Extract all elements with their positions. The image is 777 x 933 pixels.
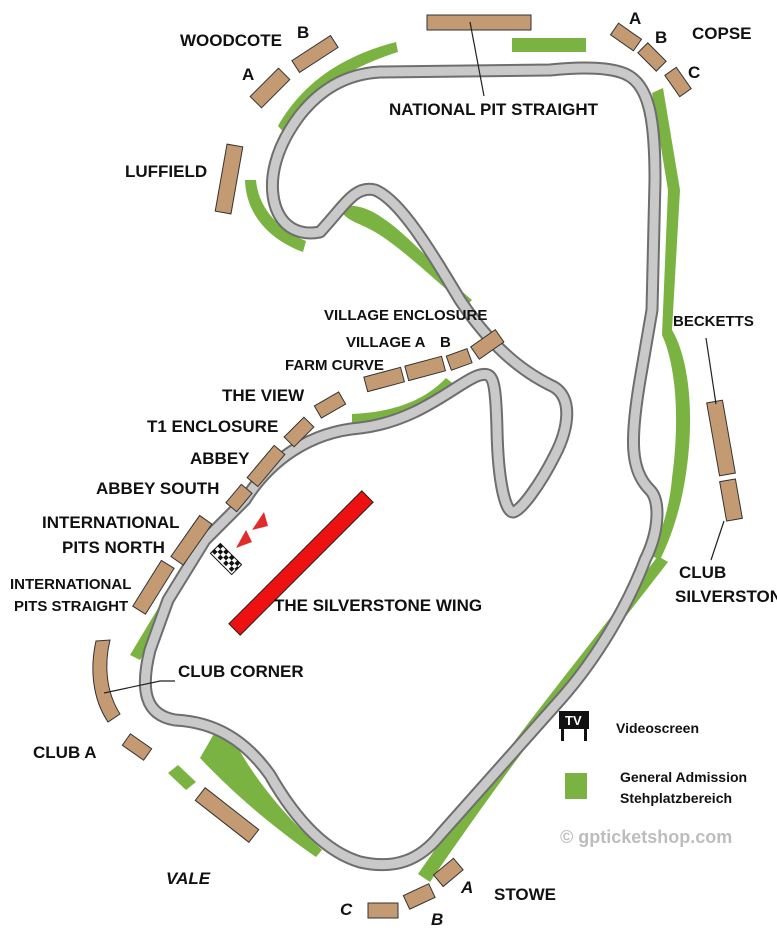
watermark: © gpticketshop.com [560, 827, 732, 847]
label-copse-b: B [655, 28, 667, 47]
ga-village [352, 378, 455, 428]
ga-maggotts [340, 205, 472, 306]
stand-copse-b [637, 42, 667, 72]
stand-stowe-a [432, 857, 464, 888]
label-abbey: ABBEY [190, 449, 250, 468]
stand-national-pit-straight [426, 14, 532, 31]
label-copse-a: A [629, 9, 641, 28]
tv-icon: TV [559, 711, 589, 741]
stand-woodcote-a [249, 67, 291, 109]
stand-woodcote-b [291, 34, 339, 74]
legend-general-admission-2: Stehplatzbereich [620, 790, 732, 806]
label-international-pits-straight-1: INTERNATIONAL [10, 576, 131, 593]
label-club-a: CLUB A [33, 743, 97, 762]
stand-becketts [706, 399, 736, 477]
label-village-enclosure: VILLAGE ENCLOSURE [324, 307, 487, 324]
label-woodcote: WOODCOTE [180, 31, 282, 50]
label-farm-curve: FARM CURVE [285, 357, 384, 374]
label-village-a: VILLAGE A [346, 334, 426, 351]
label-club-silverstone-1: CLUB [679, 563, 726, 582]
label-stowe-a: A [460, 878, 473, 897]
tv-icon-text: TV [565, 713, 582, 728]
race-track [138, 61, 664, 872]
checkered-flag-icon [209, 542, 243, 576]
stand-village-b [445, 348, 473, 371]
stand-international-pits-straight [132, 559, 175, 615]
ga-vale [200, 732, 322, 857]
ga-becketts-chapel [652, 88, 691, 560]
label-club-corner: CLUB CORNER [178, 662, 304, 681]
stand-village-a [404, 355, 447, 382]
label-woodcote-b: B [297, 23, 309, 42]
label-abbey-south: ABBEY SOUTH [96, 479, 219, 498]
silverstone-wing-building [228, 490, 374, 636]
label-international-pits-north-2: PITS NORTH [62, 538, 165, 557]
map-labels: WOODCOTE A B NATIONAL PIT STRAIGHT A B C… [10, 9, 777, 929]
legend: TV Videoscreen General Admission Stehpla… [559, 711, 747, 806]
label-luffield: LUFFIELD [125, 162, 207, 181]
stand-farm-curve [363, 366, 406, 393]
stand-the-view [313, 391, 347, 419]
stand-club-silverstone [719, 478, 743, 522]
label-national-pit-straight: NATIONAL PIT STRAIGHT [389, 100, 599, 119]
label-the-silverstone-wing: THE SILVERSTONE WING [274, 596, 482, 615]
legend-videoscreen: Videoscreen [616, 720, 699, 736]
stand-club-a [121, 733, 153, 761]
ga-national-pit-straight [512, 38, 586, 52]
label-copse: COPSE [692, 24, 752, 43]
label-vale: VALE [166, 869, 211, 888]
race-direction-arrow-icon [236, 512, 268, 548]
label-village-b: B [440, 334, 451, 351]
stand-vale [194, 787, 260, 843]
label-woodcote-a: A [242, 65, 254, 84]
stand-village-enclosure [470, 328, 505, 360]
label-club-silverstone-2: SILVERSTONE [675, 587, 777, 606]
track-surface [140, 63, 662, 870]
stand-stowe-c [367, 902, 399, 919]
label-stowe-c: C [340, 900, 353, 919]
stand-t1-enclosure [283, 416, 315, 448]
legend-general-admission-1: General Admission [620, 769, 747, 785]
label-t1-enclosure: T1 ENCLOSURE [147, 417, 278, 436]
label-international-pits-north-1: INTERNATIONAL [42, 513, 180, 532]
label-stowe: STOWE [494, 885, 556, 904]
label-becketts: BECKETTS [673, 313, 754, 330]
stand-club-corner [92, 639, 121, 723]
grandstands [92, 14, 743, 919]
stand-abbey-south [225, 483, 253, 513]
stand-abbey [246, 444, 286, 488]
label-the-view: THE VIEW [222, 386, 305, 405]
stand-copse-a [609, 22, 643, 52]
leader-lines [103, 21, 725, 694]
stand-copse-c [664, 66, 692, 98]
legend-ga-swatch [565, 773, 587, 799]
stand-luffield [214, 143, 244, 215]
stand-stowe-b [402, 883, 436, 910]
label-stowe-b: B [431, 910, 443, 929]
ga-club-a [168, 765, 196, 790]
label-copse-c: C [688, 63, 700, 82]
label-international-pits-straight-2: PITS STRAIGHT [14, 598, 128, 615]
stand-international-pits-north [170, 514, 213, 566]
